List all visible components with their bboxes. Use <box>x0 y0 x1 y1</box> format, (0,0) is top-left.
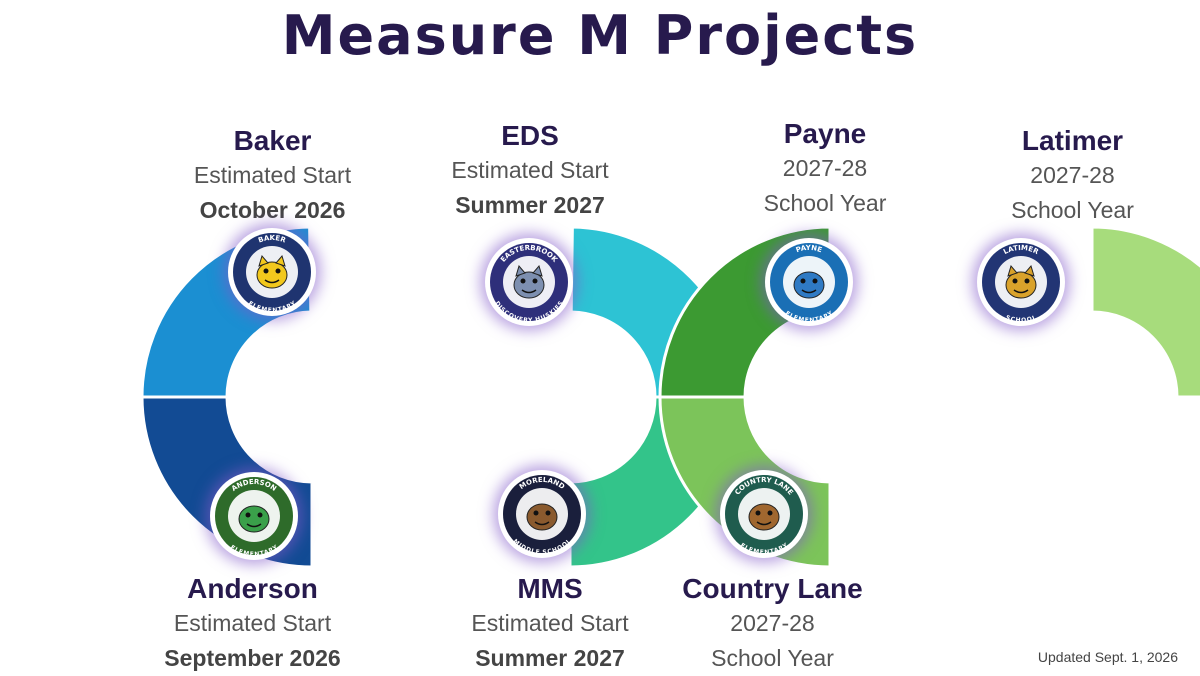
project-name: Baker <box>233 125 312 156</box>
wave-segment-6 <box>1090 225 1200 399</box>
page-title: Measure M Projects <box>281 4 919 67</box>
project-label-baker: Baker Estimated Start October 2026 <box>155 124 390 228</box>
project-name: Anderson <box>187 573 318 604</box>
project-line2: School Year <box>711 645 834 671</box>
project-line2: Summer 2027 <box>455 192 605 218</box>
project-label-country-lane: Country Lane 2027-28 School Year <box>660 572 885 676</box>
project-line1: 2027-28 <box>782 155 868 181</box>
updated-note: Updated Sept. 1, 2026 <box>1037 649 1178 665</box>
project-label-latimer: Latimer 2027-28 School Year <box>985 124 1160 228</box>
logo-text-top: PAYNE <box>795 244 823 254</box>
logo-text-top: LATIMER <box>1002 244 1040 257</box>
project-name: Latimer <box>1021 125 1124 156</box>
project-label-payne: Payne 2027-28 School Year <box>735 117 915 221</box>
lion-icon: LATIMER SCHOOL <box>979 240 1063 324</box>
project-line2: September 2026 <box>164 645 341 671</box>
project-name: Country Lane <box>682 573 863 604</box>
project-label-eds: EDS Estimated Start Summer 2027 <box>410 119 650 223</box>
project-line1: Estimated Start <box>193 162 352 188</box>
project-line1: Estimated Start <box>173 610 332 636</box>
logo-text-top: BAKER <box>257 234 287 245</box>
project-line1: Estimated Start <box>471 610 629 636</box>
logo-latimer: LATIMER SCHOOL <box>977 238 1065 326</box>
project-line1: Estimated Start <box>451 157 609 183</box>
project-line2: School Year <box>1011 197 1134 223</box>
project-line2: Summer 2027 <box>475 645 625 671</box>
project-line1: 2027-28 <box>730 610 815 636</box>
project-line2: School Year <box>763 190 887 216</box>
project-line2: October 2026 <box>199 197 346 223</box>
project-name: MMS <box>517 573 583 604</box>
project-label-anderson: Anderson Estimated Start September 2026 <box>130 572 375 676</box>
project-line1: 2027-28 <box>1030 162 1115 188</box>
project-name: Payne <box>783 118 867 149</box>
project-name: EDS <box>501 120 559 151</box>
project-label-mms: MMS Estimated Start Summer 2027 <box>430 572 670 676</box>
logo-text-bottom: SCHOOL <box>1005 314 1038 324</box>
